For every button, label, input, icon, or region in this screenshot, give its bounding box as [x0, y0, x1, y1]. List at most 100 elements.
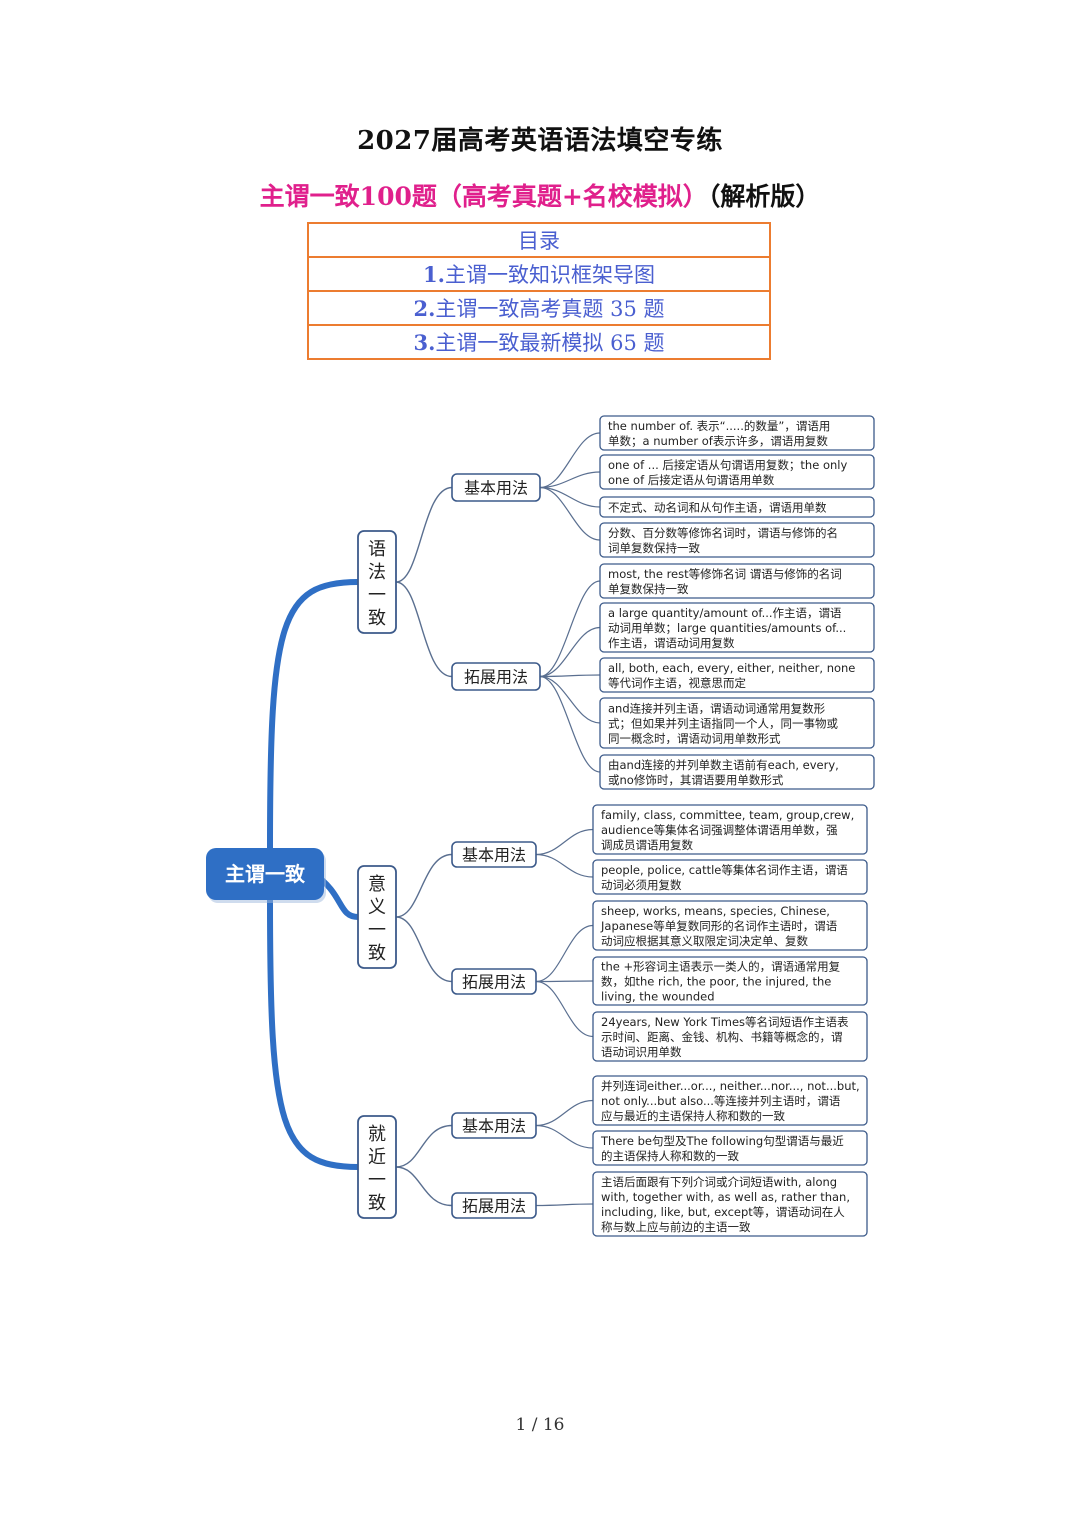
category-label-char: 义 — [368, 897, 386, 918]
document-title: 2027届高考英语语法填空专练 — [357, 126, 723, 156]
leaf-node — [599, 657, 875, 693]
leaf-node — [599, 754, 875, 790]
connector-line — [539, 675, 601, 724]
leaf-text-line: people, police, cattle等集体名词作主语，谓语 — [601, 863, 848, 877]
leaf-node — [592, 859, 868, 895]
leaf-text-line: not only...but also...等连接并列主语时，谓语 — [601, 1094, 841, 1108]
leaf-text-line: the number of. 表示“.....的数量”，谓语用 — [608, 419, 830, 433]
leaf-text-line: 单数；a number of表示许多，谓语用复数 — [608, 434, 828, 448]
subtitle-edition: （解析版） — [707, 182, 821, 211]
toc-item-2[interactable]: 2.主谓一致高考真题 35 题 — [307, 290, 771, 326]
connector-line — [535, 924, 594, 983]
group-node — [451, 1192, 537, 1219]
connector-line — [535, 1203, 594, 1207]
leaf-text-line: 或no修饰时，其谓语要用单数形式 — [608, 773, 784, 787]
toc-item-text: 主谓一致高考真题 35 题 — [435, 297, 665, 321]
category-label-char: 一 — [368, 585, 386, 606]
leaf-text-line: 数，如the rich, the poor, the injured, the — [601, 975, 831, 989]
leaf-text-line: including, like, but, except等，谓语动词在人 — [601, 1205, 845, 1219]
leaf-text-line: the +形容词主语表示一类人的，谓语通常用复 — [601, 960, 841, 974]
leaf-text-line: most, the rest等修饰名词 谓语与修饰的名词 — [608, 567, 842, 581]
root-label: 主谓一致 — [225, 862, 306, 886]
leaf-text-line: 单复数保持一致 — [608, 582, 689, 596]
connector-line — [395, 916, 453, 983]
connector-line — [535, 828, 594, 856]
category-label-char: 近 — [368, 1147, 386, 1168]
category-label-char: 语 — [368, 539, 386, 560]
leaf-text-line: 称与数上应与前边的主语一致 — [601, 1220, 751, 1234]
leaf-text-line: with, together with, as well as, rather … — [601, 1190, 850, 1204]
leaf-text-line: 动词应根据其意义取限定词决定单、复数 — [601, 934, 808, 948]
category-label-char: 一 — [368, 1170, 386, 1191]
leaf-text-line: 同一概念时，谓语动词用单数形式 — [608, 732, 781, 746]
leaf-text-line: one of ... 后接定语从句谓语用复数；the only — [608, 458, 847, 472]
leaf-text-line: 示时间、距离、金钱、机构、书籍等概念的，谓 — [601, 1030, 843, 1044]
connector-line — [539, 486, 601, 541]
connector-line — [539, 626, 601, 678]
connector-line — [539, 580, 601, 678]
table-of-contents: 目录 1.主谓一致知识框架导图 2.主谓一致高考真题 35 题 3.主谓一致最新… — [307, 222, 771, 360]
leaf-text-line: 式；但如果并列主语指同一个人，同一事物或 — [608, 717, 838, 731]
category-label-char: 意 — [368, 874, 386, 895]
toc-item-text: 主谓一致知识框架导图 — [444, 263, 655, 287]
page-number: 1 / 16 — [515, 1415, 565, 1435]
leaf-text-line: 等代词作主语，视意思而定 — [608, 676, 746, 690]
connector-line — [539, 486, 601, 508]
toc-item-1[interactable]: 1.主谓一致知识框架导图 — [307, 256, 771, 292]
leaf-text-line: all, both, each, every, either, neither,… — [608, 661, 855, 675]
leaf-text-line: living, the wounded — [601, 990, 715, 1004]
leaf-text-line: 由and连接的并列单数主语前有each, every, — [608, 758, 839, 772]
category-label-char: 致 — [368, 943, 386, 964]
group-node — [451, 662, 541, 691]
group-node — [451, 968, 537, 995]
group-label: 拓展用法 — [462, 1197, 526, 1216]
category-node — [357, 1115, 397, 1219]
document-subtitle: 主谓一致100题（高考真题+名校模拟）（解析版） — [0, 177, 1080, 213]
leaf-text-line: 分数、百分数等修饰名词时，谓语与修饰的名 — [608, 526, 838, 540]
leaf-node — [592, 804, 868, 855]
toc-item-3[interactable]: 3.主谓一致最新模拟 65 题 — [307, 324, 771, 360]
leaf-node — [599, 602, 875, 653]
connector-line — [535, 980, 594, 1038]
leaf-node — [599, 454, 875, 490]
connector-line — [395, 581, 453, 678]
leaf-text-line: audience等集体名词强调整体谓语用单数，强 — [601, 823, 838, 837]
leaf-node — [599, 697, 875, 749]
branch-line — [267, 579, 361, 851]
group-node — [451, 473, 541, 502]
leaf-text-line: 语动词识用单数 — [601, 1045, 682, 1059]
leaf-node — [592, 1130, 868, 1166]
toc-heading: 目录 — [307, 222, 771, 258]
leaf-text-line: 动词用单数；large quantities/amounts of... — [608, 621, 846, 635]
connector-line — [535, 1124, 594, 1149]
leaf-text-line: 作主语，谓语动词用复数 — [608, 636, 735, 650]
leaf-text-line: and连接并列主语，谓语动词通常用复数形 — [608, 702, 826, 716]
connector-line — [395, 1166, 453, 1207]
leaf-text-line: family, class, committee, team, group,cr… — [601, 808, 854, 822]
leaf-node — [599, 415, 875, 451]
leaf-node — [592, 956, 868, 1006]
leaf-text-line: 并列连词either...or..., neither...nor..., no… — [601, 1079, 860, 1093]
leaf-text-line: 的主语保持人称和数的一致 — [601, 1149, 739, 1163]
leaf-text-line: one of 后接定语从句谓语用单数 — [608, 473, 775, 487]
leaf-text-line: 词单复数保持一致 — [608, 541, 700, 555]
leaf-text-line: 主语后面跟有下列介词或介词短语with, along — [601, 1175, 837, 1189]
group-label: 拓展用法 — [464, 668, 528, 687]
connector-line — [395, 1124, 453, 1168]
leaf-node — [592, 900, 868, 951]
connector-line — [535, 1099, 594, 1127]
toc-item-text: 主谓一致最新模拟 65 题 — [435, 331, 665, 355]
leaf-text-line: 24years, New York Times等名词短语作主语表 — [601, 1015, 849, 1029]
group-label: 基本用法 — [464, 479, 528, 498]
category-node — [357, 530, 397, 634]
connector-line — [539, 432, 601, 489]
leaf-node — [592, 1075, 868, 1126]
category-label-char: 就 — [368, 1124, 386, 1145]
category-label-char: 一 — [368, 920, 386, 941]
toc-item-number: 2. — [413, 296, 436, 321]
leaf-text-line: Japanese等单复数同形的名词作主语时，谓语 — [600, 919, 838, 933]
connector-line — [395, 853, 453, 918]
leaf-node — [599, 522, 875, 558]
category-label-char: 法 — [368, 562, 386, 583]
leaf-node — [599, 563, 875, 599]
